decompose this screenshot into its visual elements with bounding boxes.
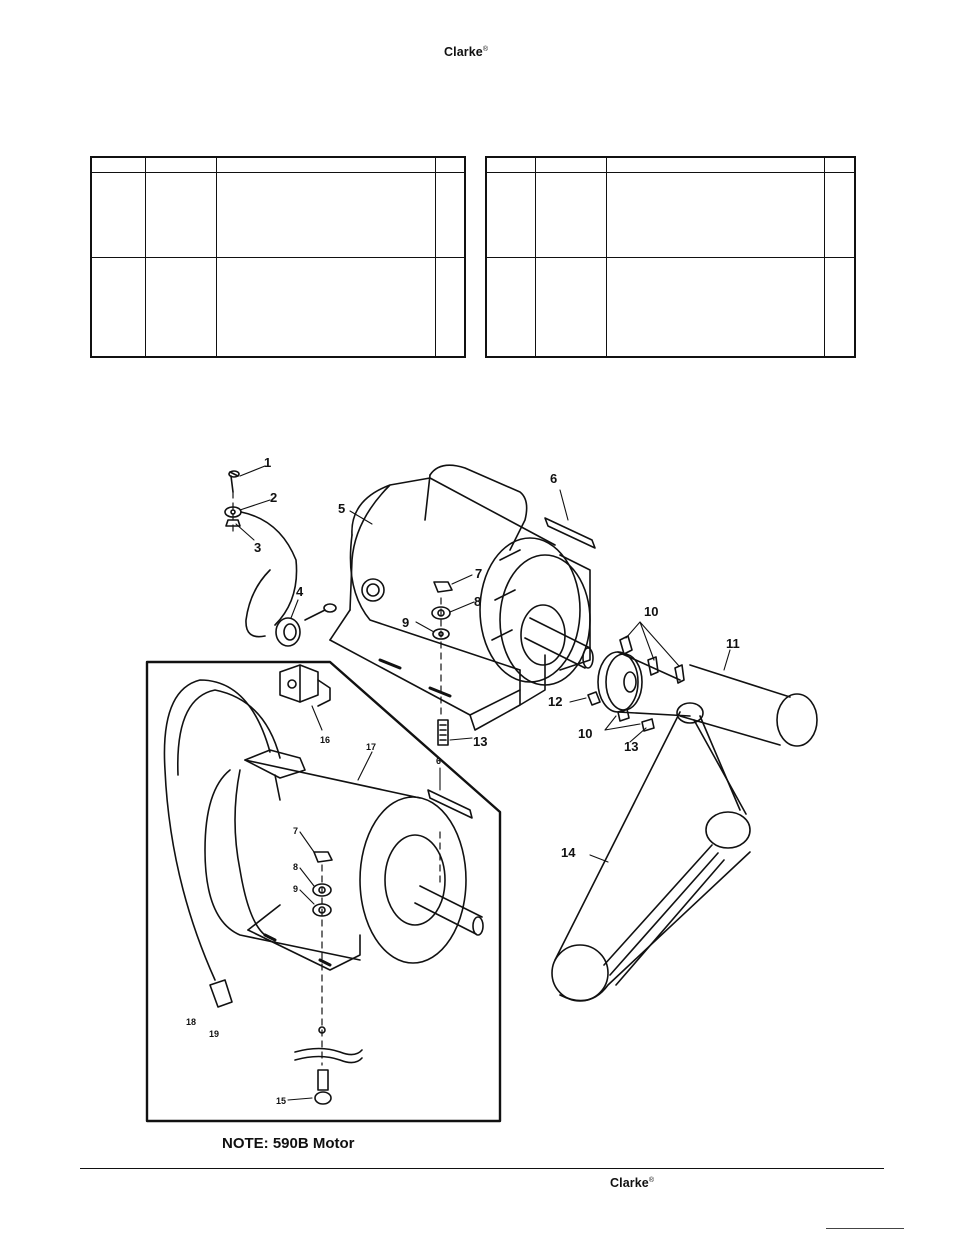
parts-table-right <box>485 156 856 358</box>
header-brand: Clarke® <box>444 45 489 59</box>
motor-pulley <box>587 635 691 732</box>
svg-text:6: 6 <box>550 471 557 486</box>
figure-note: NOTE: 590B Motor <box>222 1135 355 1152</box>
main-motor <box>329 464 594 731</box>
svg-text:12: 12 <box>548 694 562 709</box>
ground-parts <box>224 470 337 647</box>
inset-terminal-block <box>279 664 331 707</box>
svg-text:14: 14 <box>561 845 576 860</box>
svg-text:9: 9 <box>293 884 298 894</box>
key-part <box>544 517 596 549</box>
svg-text:10: 10 <box>644 604 658 619</box>
svg-text:19: 19 <box>209 1029 219 1039</box>
parts-table-left <box>90 156 466 358</box>
footer-brand: Clarke® <box>610 1176 655 1190</box>
svg-text:13: 13 <box>624 739 638 754</box>
svg-text:7: 7 <box>475 566 482 581</box>
corner-rule <box>826 1228 904 1229</box>
leader-lines <box>235 465 731 1101</box>
svg-text:10: 10 <box>578 726 592 741</box>
inset-motor <box>163 679 484 1008</box>
inset-frame <box>145 660 502 1123</box>
v-belt <box>551 702 751 1002</box>
svg-text:4: 4 <box>296 584 304 599</box>
svg-text:5: 5 <box>338 501 345 516</box>
callout-labels: 1 2 3 4 5 6 7 8 9 10 11 12 10 13 14 13 6… <box>186 455 740 1106</box>
svg-text:18: 18 <box>186 1017 196 1027</box>
svg-text:16: 16 <box>320 735 330 745</box>
svg-text:3: 3 <box>254 540 261 555</box>
footer-rule <box>80 1168 884 1169</box>
mount-bolt <box>437 719 449 746</box>
belt-guard <box>679 664 818 747</box>
svg-text:8: 8 <box>293 862 298 872</box>
svg-text:11: 11 <box>726 636 740 651</box>
alignment-lines <box>232 491 442 1066</box>
svg-text:7: 7 <box>293 826 298 836</box>
svg-text:2: 2 <box>270 490 277 505</box>
svg-text:6: 6 <box>436 756 441 766</box>
svg-text:9: 9 <box>402 615 409 630</box>
svg-text:15: 15 <box>276 1096 286 1106</box>
svg-text:17: 17 <box>366 742 376 752</box>
svg-text:8: 8 <box>474 594 481 609</box>
svg-text:13: 13 <box>473 734 487 749</box>
mount-hardware <box>431 581 453 640</box>
svg-text:1: 1 <box>264 455 271 470</box>
